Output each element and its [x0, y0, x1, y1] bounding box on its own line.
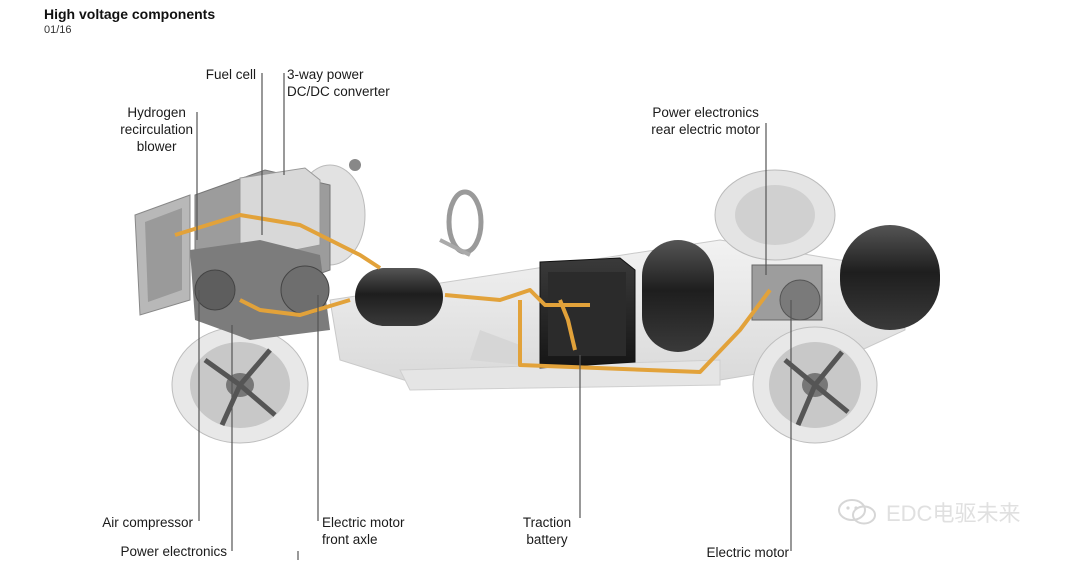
label-electric-motor-front: Electric motor front axle — [322, 515, 405, 547]
label-dcdc-converter: 3-way power DC/DC converter — [287, 67, 390, 99]
label-traction-battery: Traction battery — [522, 515, 572, 547]
label-power-electronics-rear: Power electronics rear electric motor — [651, 105, 760, 137]
hv-cables — [174, 213, 772, 374]
front-powertrain-module — [134, 159, 361, 340]
front-near-wheel — [171, 326, 309, 444]
label-hydrogen-blower: Hydrogen recirculation blower — [120, 105, 193, 154]
leader-lines — [196, 73, 792, 560]
hydrogen-tank-rear-1 — [642, 240, 714, 352]
watermark: EDC电驱未来 — [836, 496, 1020, 528]
hydrogen-tank-rear-2 — [840, 225, 940, 330]
hydrogen-tank-center — [355, 268, 443, 326]
label-fuel-cell: Fuel cell — [205, 67, 256, 82]
traction-battery-pack — [539, 257, 636, 369]
rear-near-wheel — [752, 326, 878, 444]
page-number: 01/16 — [44, 24, 72, 36]
label-air-compressor: Air compressor — [102, 515, 193, 530]
watermark-text: EDC电驱未来 — [886, 501, 1021, 526]
page-title: High voltage components — [44, 6, 216, 22]
label-power-electronics-front: Power electronics — [120, 544, 227, 559]
label-electric-motor-rear: Electric motor — [706, 545, 789, 560]
steering-wheel — [439, 189, 484, 257]
wechat-icon — [838, 499, 876, 525]
rear-drive-unit — [751, 264, 823, 321]
rear-far-wheel — [714, 169, 836, 261]
